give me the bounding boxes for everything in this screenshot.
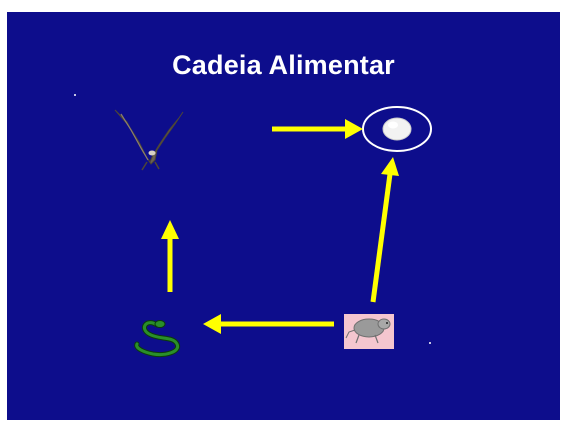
egg-icon xyxy=(362,106,432,152)
arrow-snake-to-bird xyxy=(161,220,179,292)
mouse-icon xyxy=(344,314,394,349)
snake-icon xyxy=(134,320,181,357)
star-decoration xyxy=(74,94,76,96)
star-decoration xyxy=(429,342,431,344)
arrow-mouse-to-snake xyxy=(203,314,334,334)
food-chain-diagram xyxy=(74,94,432,357)
slide-title: Cadeia Alimentar xyxy=(172,50,395,80)
arrow-bird-to-egg xyxy=(272,119,363,139)
bird-of-prey-icon xyxy=(114,109,184,171)
slide: Cadeia Alimentar xyxy=(7,12,560,420)
arrow-mouse-to-egg xyxy=(370,157,399,303)
